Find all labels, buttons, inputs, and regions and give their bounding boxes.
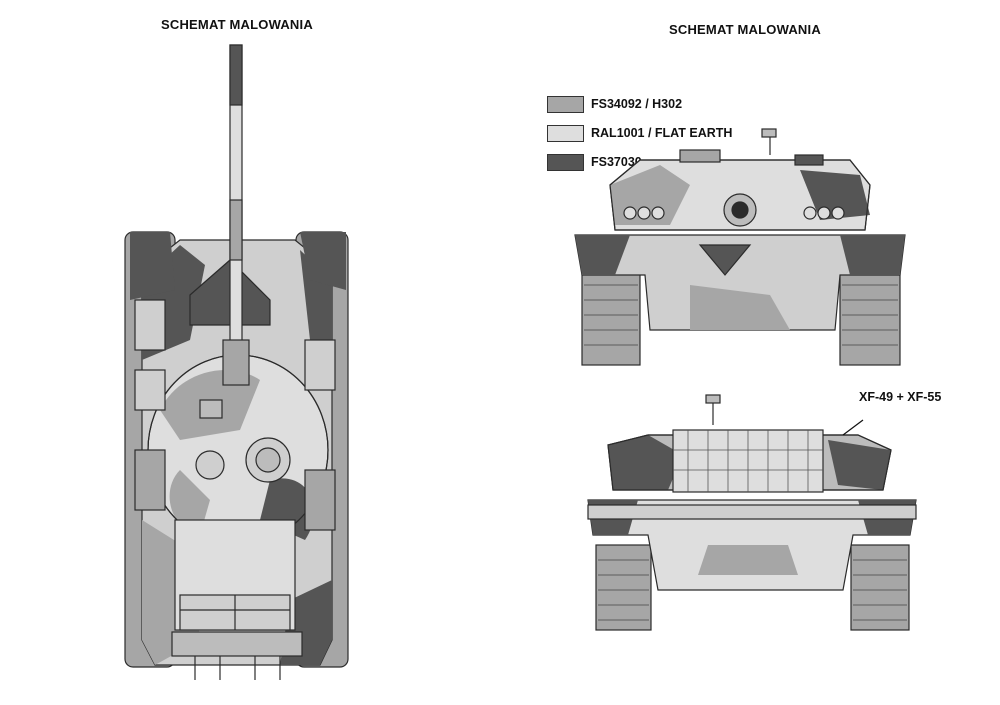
left-track <box>595 544 652 631</box>
legend-swatch <box>547 124 584 142</box>
legend-swatch <box>547 95 584 113</box>
legend-item-ral1001: RAL1001 / FLAT EARTH <box>547 123 732 143</box>
legend-item-fs34092: FS34092 / H302 <box>547 94 732 114</box>
right-track <box>850 544 910 631</box>
tank-rear-view <box>587 394 917 631</box>
rear-grille <box>171 631 303 657</box>
legend-item-fs37030: FS37030 <box>547 152 732 172</box>
title-top-view: SCHEMAT MALOWANIA <box>161 17 313 32</box>
legend-label: FS37030 <box>591 155 642 169</box>
gun-mantlet <box>222 339 250 386</box>
left-track <box>581 269 641 366</box>
title-side-views: SCHEMAT MALOWANIA <box>669 22 821 37</box>
legend-swatch <box>547 153 584 171</box>
legend-label: RAL1001 / FLAT EARTH <box>591 126 733 140</box>
right-track <box>839 269 901 366</box>
legend-label: FS34092 / H302 <box>591 97 683 111</box>
color-legend: FS34092 / H302 RAL1001 / FLAT EARTH FS37… <box>547 94 732 181</box>
callout-label: XF-49 + XF-55 <box>859 390 942 404</box>
tank-front-view <box>574 128 906 366</box>
gunner-hatch <box>195 450 225 480</box>
tank-top-view <box>124 44 349 680</box>
